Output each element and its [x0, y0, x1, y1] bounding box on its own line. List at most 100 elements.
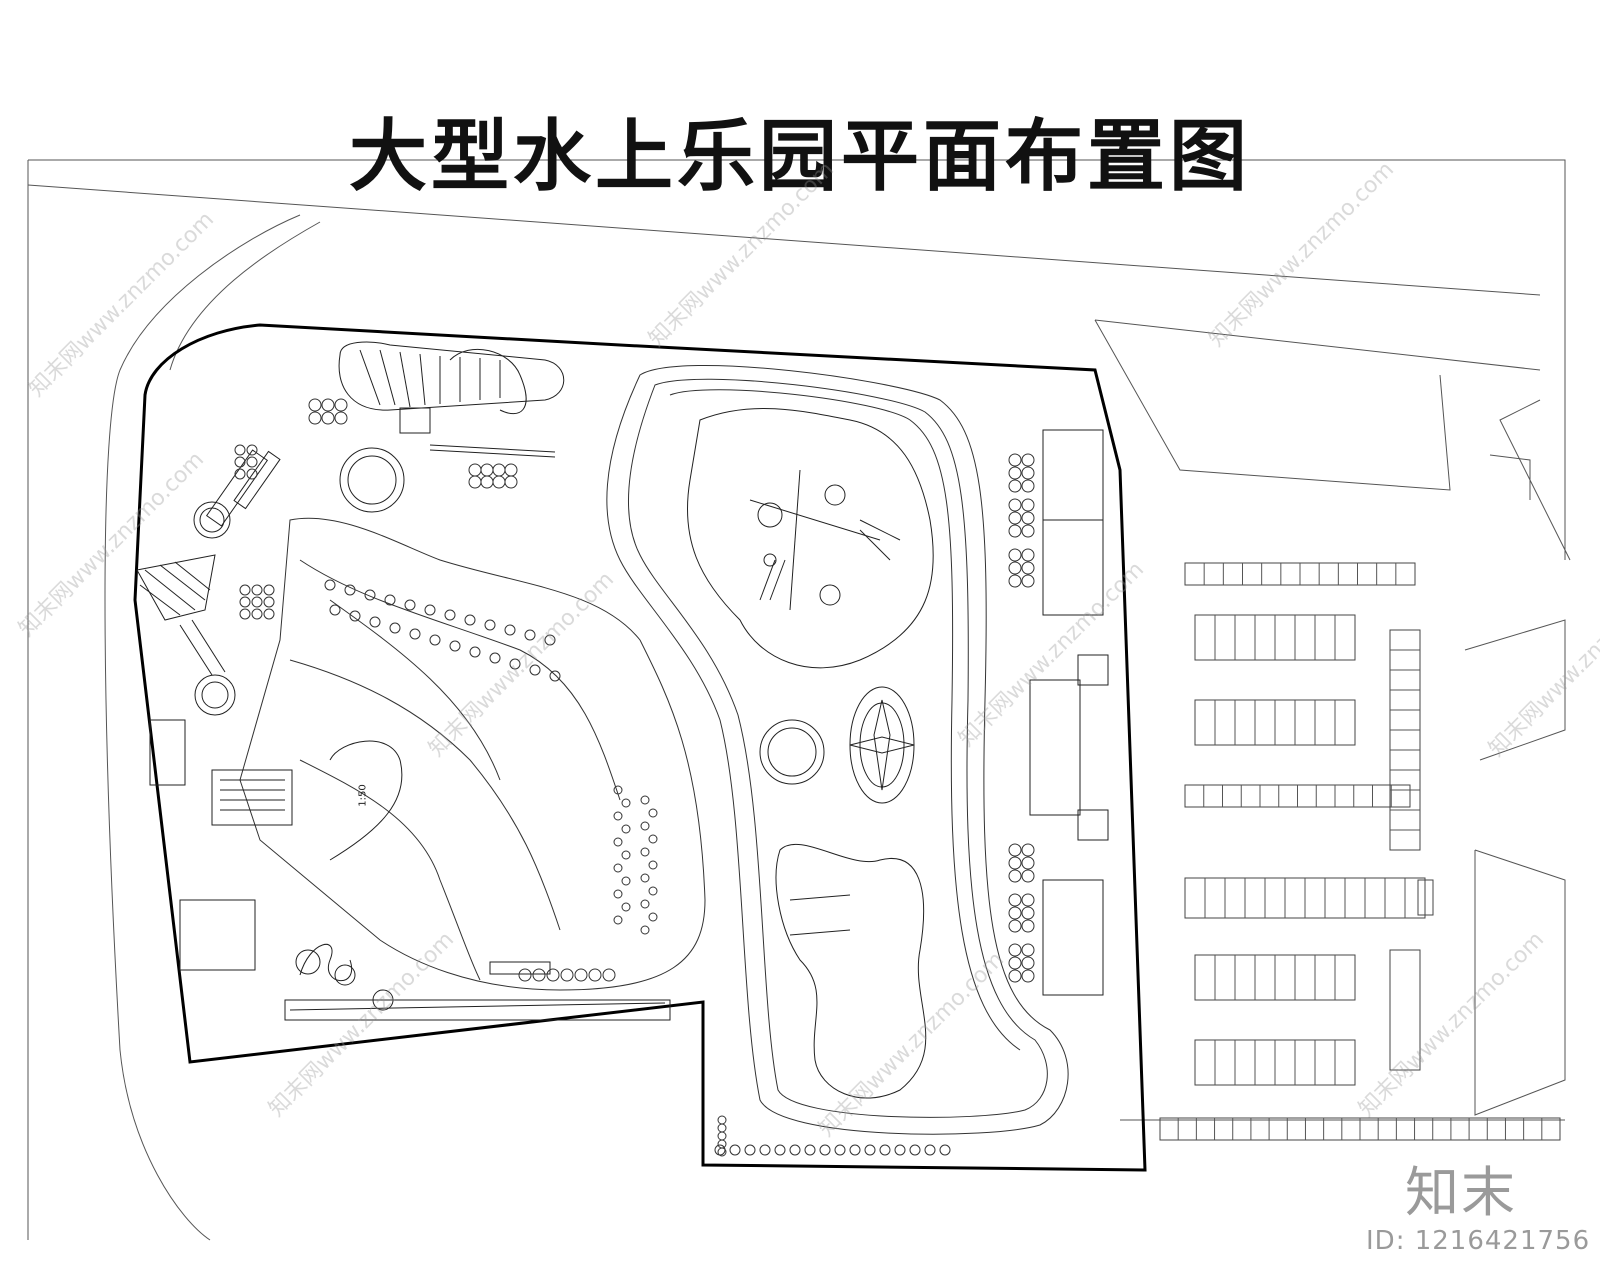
tree-symbol — [614, 838, 622, 846]
tree-symbol — [622, 825, 630, 833]
internal-road-loop — [607, 365, 1068, 1134]
tree-symbol — [641, 796, 649, 804]
tree-symbol — [450, 641, 460, 651]
tree-symbol — [561, 969, 573, 981]
tree-symbol — [252, 597, 262, 607]
tree-symbol — [1022, 920, 1034, 932]
park-boundary — [135, 325, 1145, 1170]
tree-symbol — [622, 877, 630, 885]
tree-symbol — [1009, 499, 1021, 511]
tree-symbol — [325, 580, 335, 590]
tree-symbol — [510, 659, 520, 669]
tree-symbol — [622, 799, 630, 807]
tree-symbol — [1022, 957, 1034, 969]
tree-symbol — [493, 464, 505, 476]
tree-symbol — [1009, 844, 1021, 856]
tree-symbol — [264, 609, 274, 619]
tree-symbol — [835, 1145, 845, 1155]
tree-symbol — [485, 620, 495, 630]
tree-symbol — [718, 1132, 726, 1140]
tree-symbol — [469, 464, 481, 476]
tree-symbol — [469, 476, 481, 488]
tree-symbol — [1022, 454, 1034, 466]
tree-symbol — [547, 969, 559, 981]
tree-symbol — [1022, 499, 1034, 511]
tree-symbol — [405, 600, 415, 610]
tree-symbol — [649, 913, 657, 921]
brand-logo-text: 知末 — [1405, 1161, 1517, 1224]
tree-symbol — [1009, 857, 1021, 869]
tree-symbol — [1022, 467, 1034, 479]
tree-symbol — [641, 900, 649, 908]
flower-plaza — [340, 448, 914, 803]
tree-symbol — [1009, 907, 1021, 919]
bottom-slides — [285, 944, 670, 1020]
tree-symbol — [805, 1145, 815, 1155]
tree-symbol — [247, 445, 257, 455]
top-slide-complex — [339, 342, 564, 457]
parking-lots — [1160, 563, 1560, 1140]
tree-symbol — [641, 822, 649, 830]
image-id-label: ID: 1216421756 — [1366, 1226, 1591, 1256]
tree-symbol — [309, 412, 321, 424]
tree-symbol — [865, 1145, 875, 1155]
tree-symbol — [505, 625, 515, 635]
tree-symbol — [345, 585, 355, 595]
tree-symbol — [390, 623, 400, 633]
tree-symbol — [775, 1145, 785, 1155]
tree-symbol — [880, 1145, 890, 1155]
tree-symbol — [530, 665, 540, 675]
tree-symbol — [385, 595, 395, 605]
tree-symbol — [370, 617, 380, 627]
tree-symbol — [505, 476, 517, 488]
tree-symbol — [330, 605, 340, 615]
tree-symbol — [1009, 562, 1021, 574]
tree-symbol — [760, 1145, 770, 1155]
tree-symbol — [505, 464, 517, 476]
tree-symbol — [1022, 970, 1034, 982]
tree-symbol — [335, 412, 347, 424]
tree-symbol — [1009, 944, 1021, 956]
tree-symbol — [335, 399, 347, 411]
tree-symbol — [490, 653, 500, 663]
tree-symbol — [525, 630, 535, 640]
tree-symbol — [718, 1140, 726, 1148]
tree-symbol — [1022, 525, 1034, 537]
tree-symbol — [481, 464, 493, 476]
tower-slide-left — [137, 450, 280, 715]
tree-symbol — [465, 615, 475, 625]
tree-symbol — [235, 445, 245, 455]
tree-symbol — [649, 835, 657, 843]
tree-symbol — [1022, 512, 1034, 524]
tree-symbol — [910, 1145, 920, 1155]
tree-symbol — [718, 1148, 726, 1156]
tree-symbol — [641, 926, 649, 934]
tree-symbol — [264, 585, 274, 595]
tree-symbol — [481, 476, 493, 488]
tree-symbol — [264, 597, 274, 607]
lower-pool — [776, 844, 926, 1098]
tree-symbol — [493, 476, 505, 488]
tree-symbol — [240, 585, 250, 595]
tree-symbol — [410, 629, 420, 639]
tree-symbol — [1022, 844, 1034, 856]
tree-symbol — [240, 597, 250, 607]
tree-symbol — [1022, 870, 1034, 882]
tree-symbol — [614, 916, 622, 924]
tree-symbol — [895, 1145, 905, 1155]
tree-symbol — [1009, 957, 1021, 969]
tree-symbol — [614, 812, 622, 820]
tree-symbol — [614, 890, 622, 898]
trees — [235, 399, 1034, 1156]
tree-symbol — [649, 809, 657, 817]
kids-splash-area — [687, 408, 933, 667]
tree-symbol — [533, 969, 545, 981]
tree-symbol — [925, 1145, 935, 1155]
tree-symbol — [1009, 480, 1021, 492]
tree-symbol — [1022, 480, 1034, 492]
tree-symbol — [745, 1145, 755, 1155]
tree-symbol — [322, 399, 334, 411]
tree-symbol — [1009, 525, 1021, 537]
tree-symbol — [641, 874, 649, 882]
tree-symbol — [649, 861, 657, 869]
